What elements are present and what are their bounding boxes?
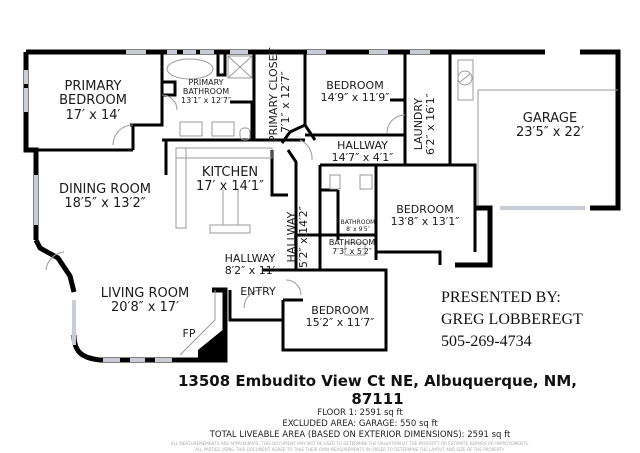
room-name: HALLWAY xyxy=(337,139,388,152)
room-name: BEDROOM xyxy=(326,79,384,92)
room-name: ENTRY xyxy=(240,285,276,298)
disclaimer-line-2: ALL PARTIES USING THIS DOCUMENT AGREE TO… xyxy=(195,447,505,452)
room-hallway-vertical: HALLWAY 5′2″ x 14′2″ xyxy=(285,197,310,277)
room-dimensions: 7′1″ x 12′7″ xyxy=(279,71,292,133)
room-bedroom-top: BEDROOM 14′9″ x 11′9″ xyxy=(305,79,405,105)
room-living-room: LIVING ROOM 20′8″ x 17′ xyxy=(90,286,200,316)
windows xyxy=(24,50,585,362)
room-dimensions: 23′5″ x 22′ xyxy=(515,125,585,141)
total-liveable-area: TOTAL LIVEABLE AREA (BASED ON EXTERIOR D… xyxy=(209,430,511,440)
room-bedroom-right: BEDROOM 13′8″ x 13′1″ xyxy=(380,203,470,229)
room-name: LIVING ROOM xyxy=(100,286,190,301)
fixtures xyxy=(166,55,618,256)
room-kitchen: KITCHEN 17′ x 14′1″ xyxy=(185,165,275,195)
fireplace-shape xyxy=(179,290,225,360)
room-bathroom-hall: BATHROOM 7′3″ x 5′2″ xyxy=(326,238,378,257)
room-name: BATHROOM xyxy=(182,86,230,96)
disclaimer-line-1: ALL MEASUREMEMENTS ARE APPROXIMATE. THIS… xyxy=(170,441,530,446)
room-dimensions: 7′3″ x 5′2″ xyxy=(332,246,372,256)
room-fireplace: FP xyxy=(178,327,200,340)
room-name: BEDROOM xyxy=(396,203,454,216)
room-primary-closet: PRIMARY CLOSET 7′1″ x 12′7″ xyxy=(267,48,292,142)
room-dimensions: 15′2″ x 11′7″ xyxy=(305,316,375,330)
room-name: BEDROOM xyxy=(59,93,127,109)
excluded-area: EXCLUDED AREA: GARAGE: 550 sq ft xyxy=(282,419,438,429)
room-entry: ENTRY xyxy=(238,285,278,298)
doors xyxy=(45,94,406,309)
floor-area: FLOOR 1: 2591 sq ft xyxy=(317,408,403,418)
room-bedroom-bottom: BEDROOM 15′2″ x 11′7″ xyxy=(300,304,380,330)
room-name: KITCHEN xyxy=(201,165,259,180)
room-bathroom-small: BATHROOM 8′ x 9′5″ xyxy=(340,219,376,233)
agent-phone: 505-269-4734 xyxy=(441,333,532,350)
room-dimensions: 6′2″ x 16′1″ xyxy=(424,93,437,155)
presented-by-heading: PRESENTED BY: xyxy=(441,289,561,306)
room-dimensions: 20′8″ x 17′ xyxy=(110,300,180,316)
room-dimensions: 18′5″ x 13′2″ xyxy=(64,196,146,212)
room-dimensions: 5′2″ x 14′2″ xyxy=(297,206,310,268)
room-dining-room: DINING ROOM 18′5″ x 13′2″ xyxy=(45,182,165,212)
room-laundry: LAUNDRY 6′2″ x 16′1″ xyxy=(412,84,437,164)
presented-by-block: PRESENTED BY: GREG LOBBEREGT 505-269-473… xyxy=(441,287,583,353)
agent-name: GREG LOBBEREGT xyxy=(441,311,583,328)
room-name: PRIMARY xyxy=(64,79,122,94)
room-name: PRIMARY xyxy=(188,78,224,87)
footer-info: 13508 Embudito View Ct NE, Albuquerque, … xyxy=(0,372,640,453)
room-primary-bedroom: PRIMARY BEDROOM 17′ x 14′ xyxy=(58,79,128,123)
room-garage: GARAGE 23′5″ x 22′ xyxy=(490,111,610,141)
room-name: HALLWAY xyxy=(224,252,276,265)
room-name: FP xyxy=(182,327,196,340)
room-name: BATHROOM xyxy=(328,238,376,247)
room-name: BATHROOM xyxy=(340,219,376,226)
room-dimensions: 17′ x 14′ xyxy=(65,107,121,123)
room-primary-bathroom: PRIMARY BATHROOM 13′1″ x 12′7″ xyxy=(178,78,234,105)
floor-plan-drawing xyxy=(23,49,621,363)
room-dimensions: 14′9″ x 11′9″ xyxy=(320,91,390,105)
room-dimensions: 13′8″ x 13′1″ xyxy=(390,215,460,229)
room-dimensions: 17′ x 14′1″ xyxy=(195,179,265,195)
room-dimensions: 13′1″ x 12′7″ xyxy=(181,95,231,105)
room-name: BEDROOM xyxy=(311,304,369,317)
property-address: 13508 Embudito View Ct NE, Albuquerque, … xyxy=(178,372,577,408)
room-name: DINING ROOM xyxy=(58,182,152,197)
room-hallway-top: HALLWAY 14′7″ x 4′1″ xyxy=(320,139,405,165)
interior-walls xyxy=(26,52,477,352)
room-dimensions: 8′2″ x 11′ xyxy=(224,264,276,278)
room-dimensions: 14′7″ x 4′1″ xyxy=(331,151,394,165)
room-dimensions: 8′ x 9′5″ xyxy=(346,225,370,233)
room-hallway-center: HALLWAY 8′2″ x 11′ xyxy=(215,252,285,278)
room-name: GARAGE xyxy=(522,111,578,126)
